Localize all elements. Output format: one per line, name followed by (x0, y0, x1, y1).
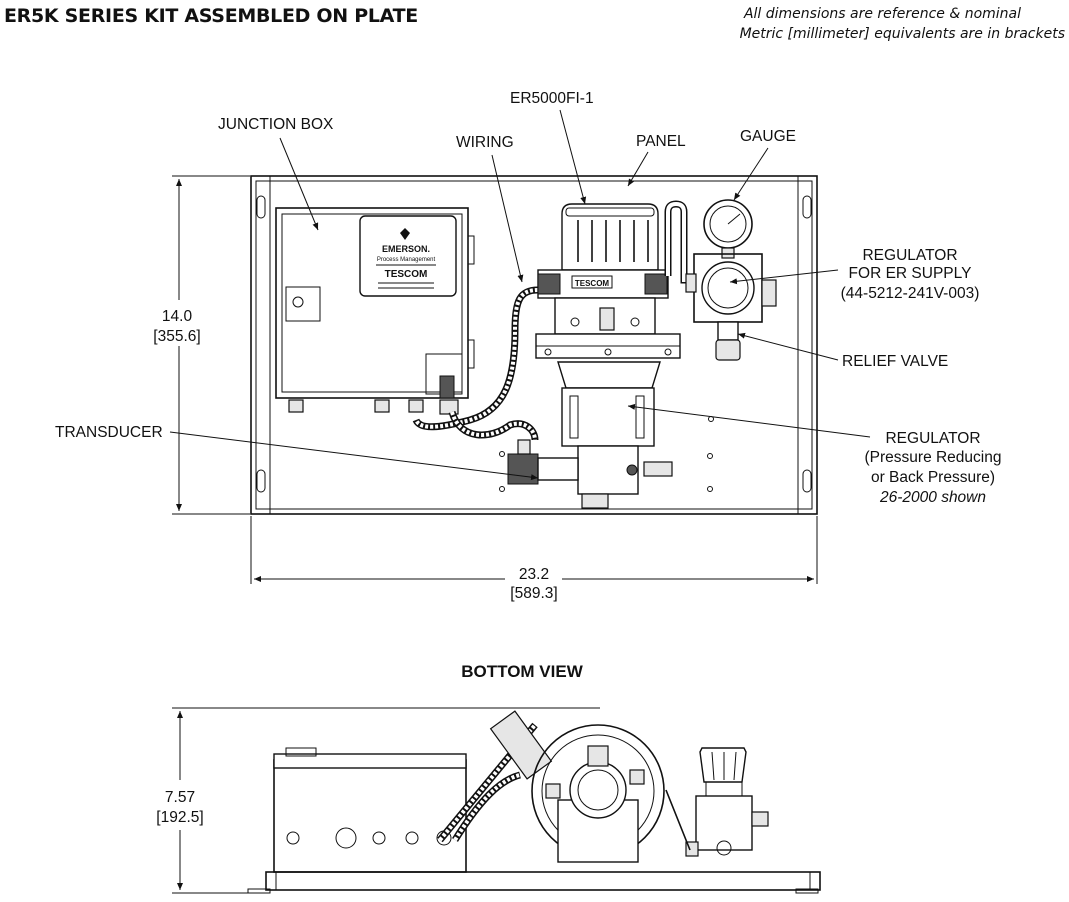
callout-reg-supply-1: REGULATOR (862, 247, 957, 264)
nameplate-brand: EMERSON. (382, 244, 430, 254)
gauge (703, 199, 753, 259)
callout-wiring: WIRING (456, 134, 514, 151)
callout-transducer: TRANSDUCER (55, 424, 163, 441)
bottom-view (247, 710, 821, 894)
junction-box: EMERSON. Process Management TESCOM (275, 207, 475, 415)
callout-regulator-3: or Back Pressure) (871, 469, 995, 486)
relief-valve (715, 321, 741, 361)
junction-box-nameplate (359, 215, 457, 297)
supply-regulator (685, 253, 777, 323)
callout-regulator-4: 26-2000 shown (879, 489, 986, 506)
wiring-cable (412, 286, 539, 441)
nameplate-brand2: TESCOM (385, 269, 428, 280)
dim-width: 23.2 [589.3] (250, 516, 818, 602)
dim-depth-mm: [192.5] (156, 809, 203, 826)
callout-regulator-1: REGULATOR (885, 430, 980, 447)
dim-depth: 7.57 [192.5] (156, 707, 600, 894)
callout-regulator-2: (Pressure Reducing (865, 449, 1002, 466)
controller-label: TESCOM (575, 279, 610, 288)
front-view: EMERSON. Process Management TESCOM (250, 175, 818, 515)
er5000-controller: TESCOM (535, 203, 681, 359)
nameplate-sub: Process Management (377, 257, 436, 263)
dim-depth-in: 7.57 (165, 789, 195, 806)
dim-height-in: 14.0 (162, 308, 193, 325)
callout-relief-valve: RELIEF VALVE (842, 353, 948, 370)
dim-height-mm: [355.6] (153, 328, 200, 345)
dim-width-mm: [589.3] (510, 585, 557, 602)
callout-reg-supply-2: FOR ER SUPPLY (849, 265, 972, 282)
callout-er5000: ER5000FI-1 (510, 90, 594, 107)
note-reference: All dimensions are reference & nominal (743, 6, 1021, 22)
main-regulator (557, 361, 673, 509)
callout-gauge: GAUGE (740, 128, 796, 145)
callouts: JUNCTION BOX WIRING ER5000FI-1 PANEL GAU… (55, 90, 1001, 506)
dim-width-in: 23.2 (519, 566, 549, 583)
dim-height: 14.0 [355.6] (153, 175, 250, 515)
page-title: ER5K SERIES KIT ASSEMBLED ON PLATE (4, 5, 418, 27)
mounting-slots (256, 195, 812, 493)
callout-panel: PANEL (636, 133, 686, 150)
bottom-view-title: BOTTOM VIEW (461, 662, 583, 681)
callout-junction-box: JUNCTION BOX (218, 116, 334, 133)
callout-reg-supply-3: (44-5212-241V-003) (841, 285, 980, 302)
note-metric: Metric [millimeter] equivalents are in b… (739, 26, 1065, 42)
